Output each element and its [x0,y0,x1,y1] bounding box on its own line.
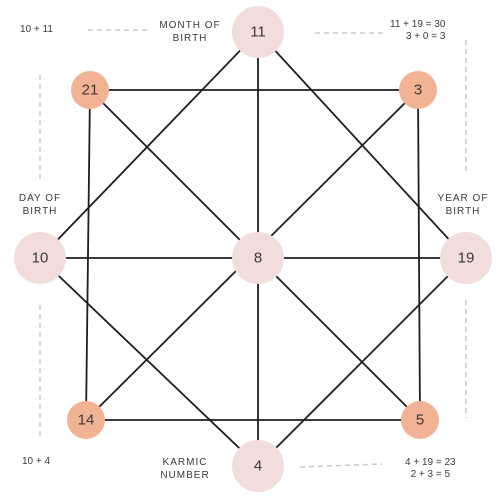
node-month-value: 11 [250,24,266,41]
karmic-number-label: KARMIC NUMBER [145,456,225,482]
month-of-birth-label: MONTH OF BIRTH [140,19,240,45]
node-center: 8 [232,232,284,284]
node-year-circle [440,232,492,284]
connector-bottom-left-top-left [85,89,91,421]
formula-top-right-line1: 11 + 19 = 30 [390,19,446,30]
node-karmic-circle [232,440,284,492]
month-of-birth-label-line1: MONTH OF [159,20,221,31]
node-top-right-value: 3 [414,82,422,99]
node-bottom-left-value: 14 [78,412,95,429]
formula-bottom-right: 4 + 19 = 23 2 + 3 = 5 [405,457,456,481]
formula-top-right-line2: 3 + 0 = 3 [405,31,446,42]
day-of-birth-label-line2: BIRTH [22,206,58,217]
node-top-right: 3 [399,71,437,109]
node-top-left-circle [71,71,109,109]
node-year: 19 [440,232,492,284]
node-karmic: 4 [232,440,284,492]
node-center-circle [232,232,284,284]
karmic-number-label-line2: NUMBER [160,470,210,481]
node-bottom-left-circle [67,401,105,439]
day-of-birth-label: DAY OF BIRTH [5,192,75,218]
node-bottom-right-circle [401,401,439,439]
node-top-left-value: 21 [82,82,99,99]
formula-bottom-right-line1: 4 + 19 = 23 [405,457,456,468]
connector-top-right-bottom-right [417,89,421,421]
node-top-left: 21 [71,71,109,109]
formula-bottom-left: 10 + 4 [22,456,51,467]
karmic-number-label-line1: KARMIC [162,457,208,468]
node-day-value: 10 [32,250,49,267]
year-of-birth-label-line1: YEAR OF [437,193,489,204]
node-bottom-left: 14 [67,401,105,439]
node-day-circle [14,232,66,284]
formula-bottom-right-line2: 2 + 3 = 5 [410,469,451,480]
day-of-birth-label-line1: DAY OF [18,193,62,204]
formula-top-right: 11 + 19 = 30 3 + 0 = 3 [390,19,445,43]
dash-bottom-right [299,463,383,468]
node-top-right-circle [399,71,437,109]
year-of-birth-label-line2: BIRTH [445,206,481,217]
node-karmic-value: 4 [254,458,262,475]
formula-top-left: 10 + 11 [20,24,53,35]
connector-day-month [39,31,259,259]
node-bottom-right-value: 5 [416,412,424,429]
node-center-value: 8 [254,250,262,267]
connector-karmic-day [39,257,259,467]
node-bottom-right: 5 [401,401,439,439]
node-day: 10 [14,232,66,284]
node-year-value: 19 [458,250,475,267]
month-of-birth-label-line2: BIRTH [172,33,208,44]
node-month: 11 [232,6,284,58]
year-of-birth-label: YEAR OF BIRTH [428,192,498,218]
node-month-circle [232,6,284,58]
